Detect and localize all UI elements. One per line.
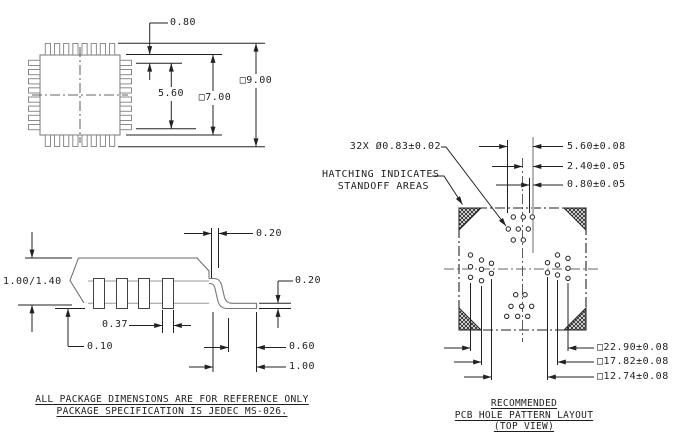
dim-label-standoff: 0.10 [87,341,114,352]
hatching-note-leader [432,175,463,205]
pcb-dim-inner-span: □12.74±0.08 [597,371,669,382]
dim-label-pitch: 0.80 [170,17,197,28]
dim-label-lead-width: 0.37 [101,319,129,330]
holes [467,214,571,319]
dim-label-foot-length: 0.60 [289,341,316,352]
side-body-outline [69,257,210,304]
dim-label-lead-length: 1.00 [289,361,316,372]
reference-note-line2: PACKAGE SPECIFICATION IS JEDEC MS-026. [56,406,288,417]
hatching-note-line1: HATCHING INDICATES [322,169,440,180]
hole-callout-label: 32X Ø0.83±0.02 [349,141,441,152]
pcb-dim-middle-span: □17.82±0.08 [597,356,669,367]
package-pins [28,43,132,147]
pcb-hole-pattern [432,137,601,380]
centerlines [32,47,128,143]
gull-wing-lead [208,277,258,310]
pcb-dim-row-span: 5.60±0.08 [567,141,626,152]
dim-label-body-size: □7.00 [196,92,234,104]
pcb-caption: RECOMMENDED PCB HOLE PATTERN LAYOUT (TOP… [452,398,596,433]
package-top-view [28,22,265,148]
package-side-view [18,228,293,372]
dim-label-foot-thickness: 0.20 [295,275,322,286]
pcb-dimensions [432,140,594,380]
pcb-caption-line3: (TOP VIEW) [493,421,555,432]
dim-label-lead-thickness: 0.20 [256,228,283,239]
break-line [69,257,85,304]
pcb-caption-line2: PCB HOLE PATTERN LAYOUT [454,409,594,421]
reference-note-line1: ALL PACKAGE DIMENSIONS ARE FOR REFERENCE… [35,394,309,405]
hole-callout-leader [441,146,507,227]
reference-note: ALL PACKAGE DIMENSIONS ARE FOR REFERENCE… [34,394,310,418]
dim-label-overall-size: □9.00 [237,75,275,87]
side-view-dimensions [18,228,293,372]
pcb-caption-line1: RECOMMENDED [490,398,558,409]
lead-cross-sections [93,278,174,309]
hatching-note-line2: STANDOFF AREAS [337,181,429,192]
pcb-dim-col-spacing: 2.40±0.05 [567,161,626,172]
top-view-dimensions [118,22,265,148]
pcb-dim-hole-pitch: 0.80±0.05 [567,179,626,190]
standoff-hatched-corners [458,207,587,331]
dim-label-lead-span: 5.60 [155,88,187,100]
pcb-dim-outer-span: □22.90±0.08 [597,342,669,353]
dim-label-height-range: 1.00/1.40 [3,276,62,287]
